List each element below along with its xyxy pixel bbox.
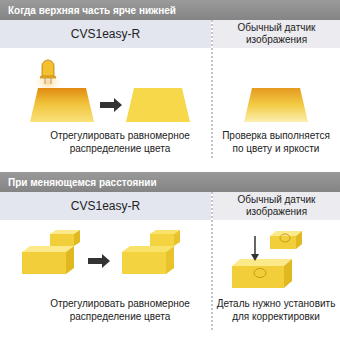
- arrow: [100, 98, 122, 112]
- header-text: CVS1easy-R: [71, 27, 140, 41]
- column-header: CVS1easy-R: [0, 20, 211, 48]
- even-trapezoid: [126, 88, 190, 122]
- led-icon: [40, 60, 56, 84]
- caption: Отрегулировать равномерное распределение…: [35, 298, 205, 323]
- boxes-adjusted: [232, 231, 302, 288]
- boxes-after: [122, 230, 180, 274]
- section-header: Когда верхняя часть ярче нижней: [0, 0, 340, 20]
- column-header: CVS1easy-R: [0, 192, 211, 220]
- arrow: [88, 254, 110, 268]
- down-arrow: [251, 236, 259, 261]
- header-text: При меняющемся расстоянии: [8, 177, 157, 188]
- boxes-before: [22, 230, 80, 274]
- header-text: Когда верхняя часть ярче нижней: [8, 5, 176, 16]
- header-text: CVS1easy-R: [71, 199, 140, 213]
- column-header: Обычный датчик изображения: [213, 20, 340, 48]
- uneven-trapezoid: [30, 88, 94, 122]
- caption: Деталь нужно установить для корректировк…: [216, 298, 336, 323]
- caption: Отрегулировать равномерное распределение…: [35, 130, 205, 155]
- section-header: При меняющемся расстоянии: [0, 172, 340, 192]
- caption: Проверка выполняется по цвету и яркости: [216, 130, 336, 155]
- uneven-trapezoid: [244, 88, 308, 122]
- column-header: Обычный датчик изображения: [213, 192, 340, 220]
- header-text: Обычный датчик изображения: [217, 194, 336, 218]
- header-text: Обычный датчик изображения: [217, 22, 336, 46]
